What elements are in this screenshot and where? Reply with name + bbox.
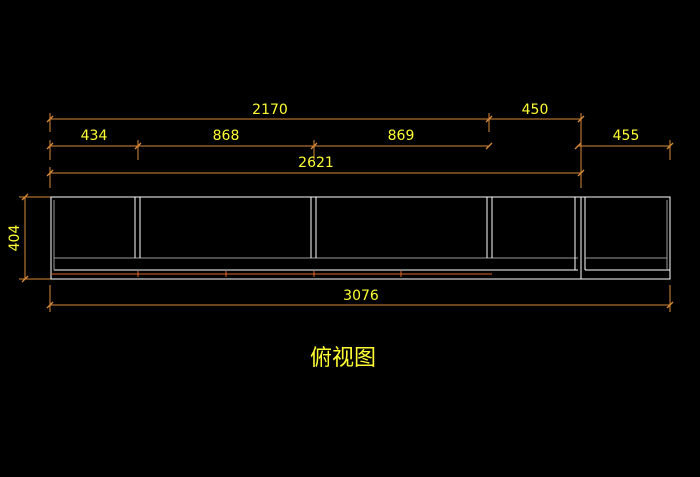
dimension-text-869: 869 <box>388 128 415 144</box>
dimension-text-868: 868 <box>213 128 240 144</box>
dimension-2170: 2170 <box>46 102 493 132</box>
dimension-450: 450 <box>489 102 585 188</box>
dimension-455: 455 <box>574 128 674 160</box>
dimension-text-2170: 2170 <box>252 102 288 118</box>
dimension-3076: 3076 <box>46 285 674 312</box>
dimension-text-450: 450 <box>522 102 549 118</box>
dimension-text-434: 434 <box>81 128 108 144</box>
dimension-404: 404 <box>7 193 52 283</box>
drawing-title: 俯视图 <box>310 346 376 371</box>
dimension-text-3076: 3076 <box>343 288 379 304</box>
dimension-text-2621: 2621 <box>298 155 334 171</box>
dimension-text-404: 404 <box>7 225 23 252</box>
dimension-text-455: 455 <box>613 128 640 144</box>
dimension-row-segments: 434 868 869 <box>46 128 493 160</box>
dimension-2621: 2621 <box>46 155 585 188</box>
cabinet-top-view <box>50 196 671 280</box>
